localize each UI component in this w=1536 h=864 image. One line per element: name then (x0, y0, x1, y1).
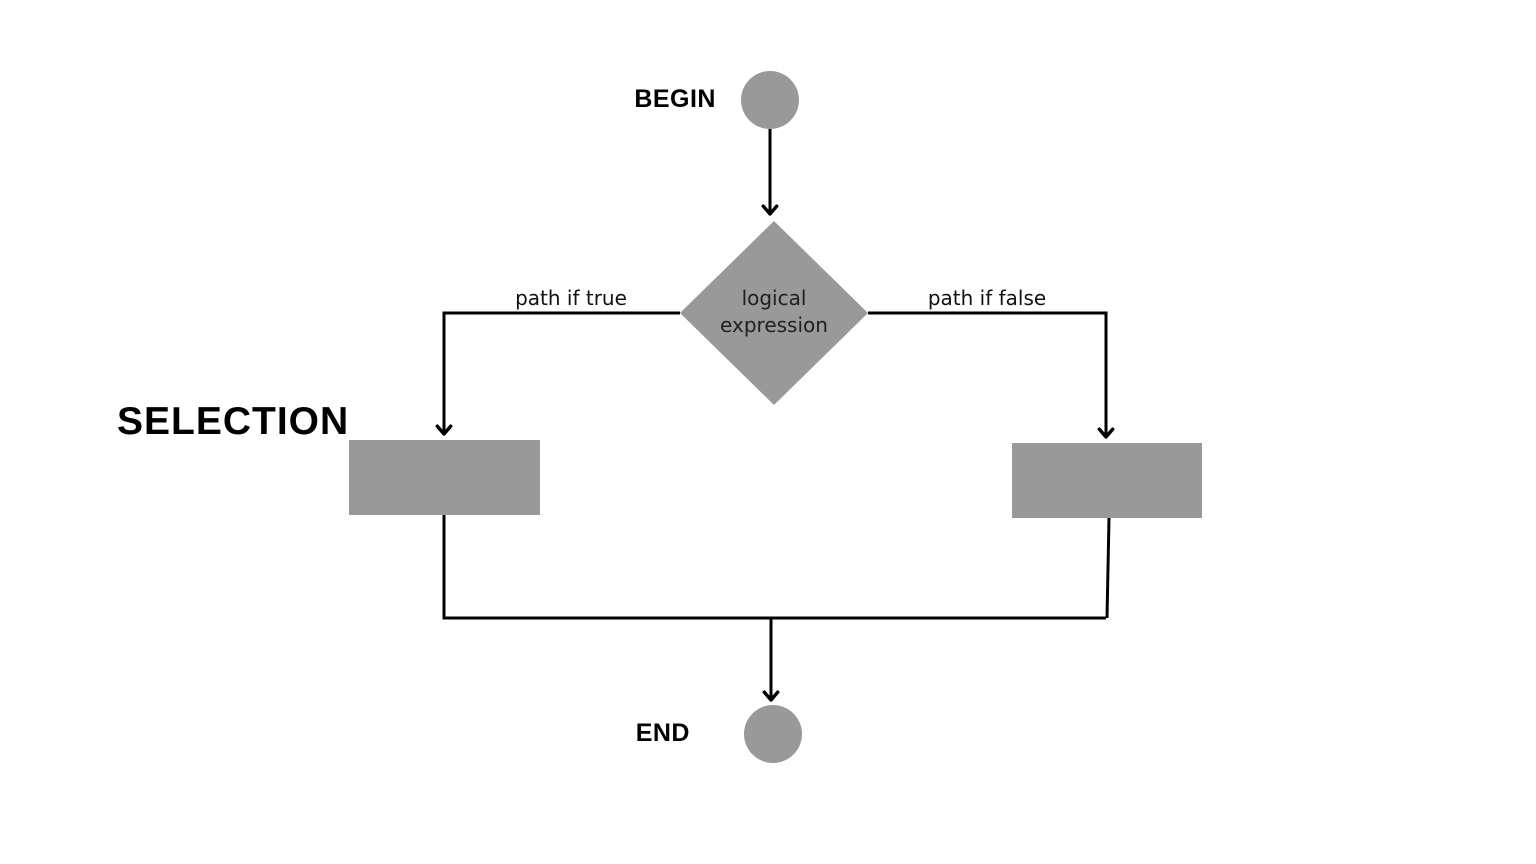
false-branch-process-rect (1012, 443, 1202, 518)
true-branch-process-rect (349, 440, 540, 515)
end-terminator-circle (744, 705, 802, 763)
decision-diamond (680, 221, 868, 405)
edge-merge-left-and-bottom (442, 515, 1106, 620)
decision-label: logical expression (720, 286, 828, 337)
end-label: END (635, 719, 690, 747)
begin-label: BEGIN (634, 85, 716, 113)
edge-false-path (868, 311, 1115, 439)
begin-terminator-circle (741, 71, 799, 129)
false-path-label: path if false (927, 286, 1047, 310)
diagram-title: SELECTION (117, 400, 350, 443)
edge-merge-right (1105, 517, 1111, 619)
true-path-label: path if true (515, 286, 627, 310)
edge-true-path (435, 311, 680, 436)
